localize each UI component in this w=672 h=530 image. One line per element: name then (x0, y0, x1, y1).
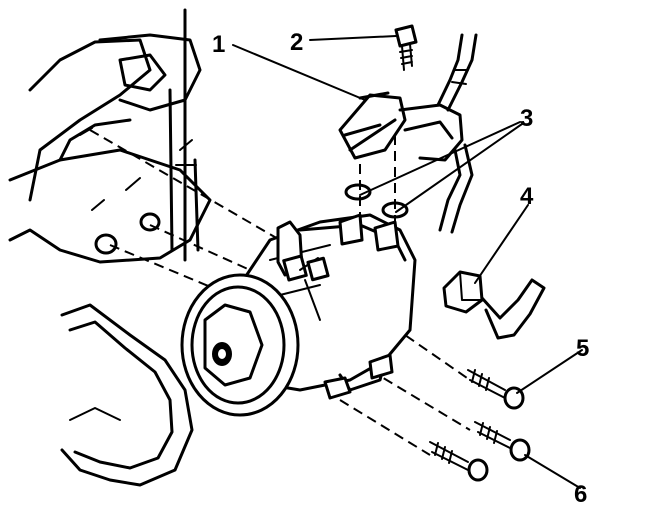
callout-2: 2 (290, 29, 303, 56)
electrical-connector (442, 270, 546, 340)
ac-compressor (180, 213, 417, 417)
drive-belt (60, 303, 194, 487)
compressor-pulley (180, 273, 300, 417)
callout-3: 3 (520, 105, 533, 132)
engine-block (8, 8, 212, 264)
callout-4: 4 (520, 183, 534, 210)
compressor-bolt-upper (467, 369, 525, 410)
manifold-bolt (394, 24, 418, 71)
callout-6: 6 (574, 481, 587, 508)
compressor-bolts-lower (429, 421, 531, 482)
sealing-washers (344, 183, 409, 219)
callout-1: 1 (212, 31, 225, 58)
callout-5: 5 (576, 335, 589, 362)
callout-leaders (232, 35, 583, 489)
hose-manifold-assembly (338, 33, 478, 234)
